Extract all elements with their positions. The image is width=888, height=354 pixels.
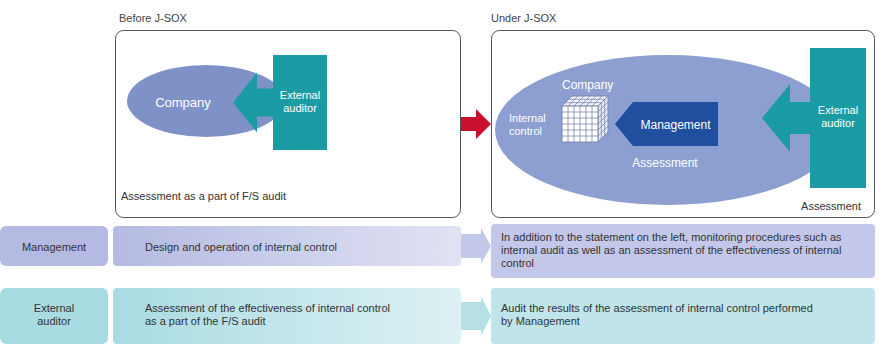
text-slot: Audit the results of the assessment of i…	[501, 302, 815, 329]
row-bar-text: In addition to the statement on the left…	[501, 231, 865, 271]
scenario-panel-shape	[492, 31, 875, 218]
scenario-panel: Before J-SOXAssessment as a part of F/S …	[115, 30, 461, 218]
text-slot: Assessment	[801, 196, 861, 214]
row-bar: Audit the results of the assessment of i…	[491, 288, 875, 344]
assessment-label: Assessment	[632, 156, 697, 170]
text-slot: Assessment of the effectiveness of inter…	[145, 302, 391, 329]
row-tag-shape	[0, 288, 108, 344]
assessment-label: Assessment	[801, 200, 861, 213]
auditor-arrow-shape	[762, 48, 866, 188]
transition-arrow	[461, 109, 491, 139]
row-bar-text: Assessment of the effectiveness of inter…	[145, 302, 391, 328]
row-bar-shape	[113, 288, 461, 344]
management-arrow-shape	[615, 102, 718, 146]
company-ellipse: Company	[127, 65, 285, 137]
text-slot: External auditor	[273, 89, 327, 116]
text-slot: Assessment	[615, 153, 715, 171]
text-slot: Internal control	[509, 112, 557, 139]
row-tag-label: Management	[22, 241, 86, 254]
row-tag-shape	[0, 226, 108, 266]
text-slot: External auditor	[20, 302, 88, 329]
panel-heading: Under J-SOX	[491, 12, 556, 25]
scenario-panel-outline	[115, 30, 461, 218]
text-slot: Under J-SOX	[491, 8, 556, 26]
row-bar-shape	[491, 224, 875, 278]
auditor-label: External auditor	[275, 89, 325, 115]
company-ellipse: CompanyInternal controlAssessment Managem…	[495, 55, 840, 205]
text-slot: Assessment as a part of F/S audit	[121, 186, 286, 204]
row-bar-text: Design and operation of internal control	[145, 241, 337, 254]
text-slot: Design and operation of internal control	[145, 237, 451, 255]
internal-control-label: Internal control	[509, 112, 557, 138]
text-slot: Company	[127, 93, 239, 111]
row-tag-label: External auditor	[20, 302, 88, 328]
row-bar: In addition to the statement on the left…	[491, 224, 875, 278]
row-tag: External auditor	[0, 288, 108, 344]
row-bar-shape	[491, 288, 875, 344]
row-bar: Design and operation of internal control	[113, 226, 461, 266]
row-tag: Management	[0, 226, 108, 266]
management-arrow: Management	[615, 102, 718, 146]
text-slot: Company	[562, 75, 613, 93]
scenario-panel-shape	[116, 31, 461, 218]
text-slot: In addition to the statement on the left…	[501, 231, 865, 271]
text-slot: External auditor	[810, 104, 866, 131]
text-slot: Management	[4, 237, 104, 255]
auditor-arrow: External auditor	[233, 55, 327, 150]
row-bar: Assessment of the effectiveness of inter…	[113, 288, 461, 344]
panel-note: Assessment as a part of F/S audit	[121, 190, 286, 203]
row-arrow	[461, 228, 491, 264]
auditor-arrow-shape	[233, 55, 327, 150]
panel-heading: Before J-SOX	[119, 12, 187, 25]
management-label: Management	[640, 118, 710, 132]
company-label: Company	[155, 95, 211, 111]
row-bar-shape	[113, 226, 461, 266]
row-arrow	[461, 296, 491, 336]
company-label: Company	[562, 78, 613, 92]
cube-grid	[562, 96, 608, 142]
scenario-panel: Under J-SOXAssessmentCompanyInternal con…	[491, 30, 875, 218]
auditor-label: External auditor	[812, 104, 864, 130]
row-bar-text: Audit the results of the assessment of i…	[501, 302, 815, 328]
internal-control-cube	[562, 96, 608, 142]
text-slot: Management	[633, 115, 718, 133]
text-slot: Before J-SOX	[119, 8, 187, 26]
auditor-arrow: External auditor	[762, 48, 866, 188]
